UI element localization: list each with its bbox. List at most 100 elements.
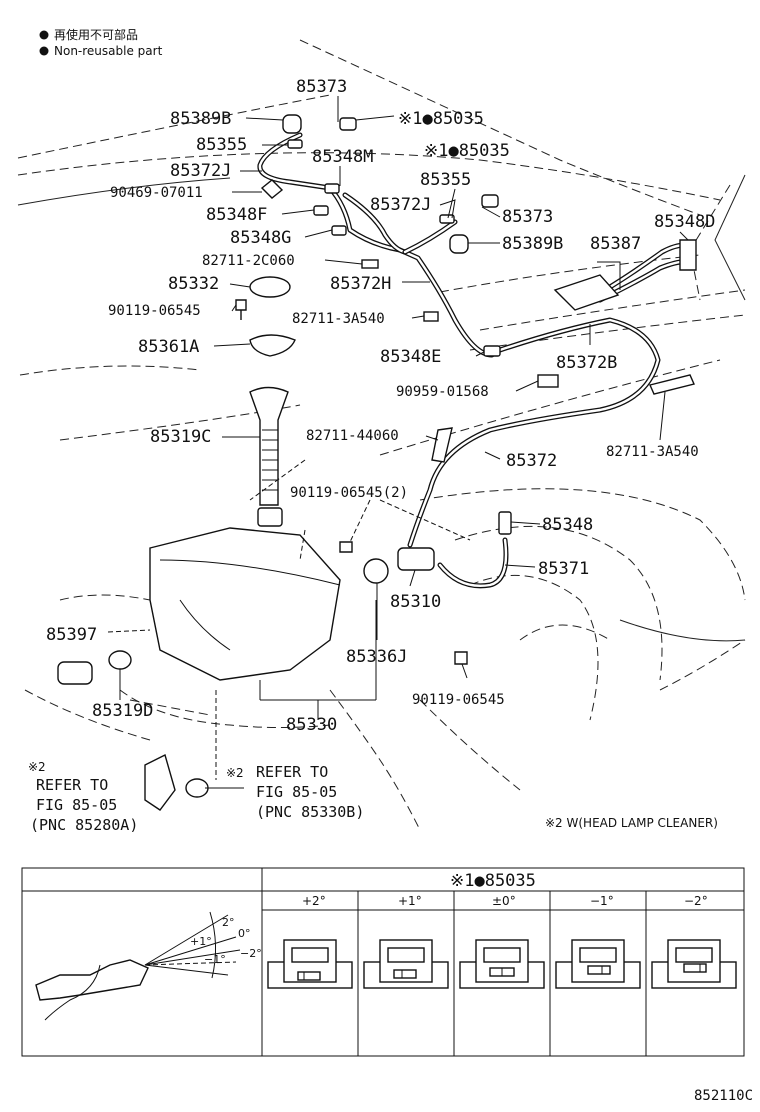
nozzle-angle-plus2-icon (267, 939, 353, 989)
figure-id: 852110C (694, 1088, 753, 1104)
small-parts (235, 114, 697, 463)
joint-85348M (324, 183, 340, 194)
bracket-85387 (553, 274, 620, 311)
label-85371: 85371 (538, 559, 589, 579)
nozzle-angle-plus1-icon (363, 939, 449, 989)
label-85035-a: ※1●85035 (398, 109, 484, 129)
label-85348E: 85348E (380, 347, 441, 367)
label-85348G: 85348G (230, 228, 291, 248)
label-82711-2C060: 82711-2C060 (202, 253, 295, 269)
label-85348F: 85348F (206, 205, 267, 225)
nozzle-angle-zero-icon (459, 939, 545, 989)
label-85035-b: ※1●85035 (424, 141, 510, 161)
clamp-82711-3A540-a (423, 311, 439, 322)
ref-left-mark: ※2 (28, 760, 46, 774)
label-85332: 85332 (168, 274, 219, 294)
label-82711-3A540-b: 82711-3A540 (606, 444, 699, 460)
nozzle-angle-minus1-icon (555, 939, 641, 989)
ref-left-line2: FIG 85-05 (36, 796, 117, 814)
label-90119-c: 90119-06545 (412, 692, 505, 708)
reference-right: ※2 REFER TO FIG 85-05 (PNC 85330B) (226, 763, 364, 821)
label-82711-44060: 82711-44060 (306, 428, 399, 444)
cap-85389B-mid (449, 234, 469, 254)
angle-plus1: +1° (190, 935, 212, 948)
ref-right-mark: ※2 (226, 766, 244, 780)
label-85372J-mid: 85372J (370, 195, 431, 215)
legend-en-text: Non-reusable part (54, 44, 163, 58)
label-90469: 90469-07011 (110, 185, 203, 201)
label-85348D: 85348D (654, 212, 715, 232)
footnote: ※2 W(HEAD LAMP CLEANER) (545, 816, 718, 830)
nozzle-85035-b (481, 194, 499, 208)
col-header-plus2: +2° (302, 894, 326, 908)
grommet-85336J (363, 558, 389, 584)
joint-85348F (313, 205, 329, 216)
nozzle-85035-a (339, 117, 357, 131)
label-85373-top: 85373 (296, 77, 347, 97)
legend-bullet-en (39, 46, 49, 56)
ref-left-line1: REFER TO (36, 776, 108, 794)
label-85372J-left: 85372J (170, 161, 231, 181)
car-body-outline (17, 39, 746, 831)
table-header: ※1●85035 (450, 871, 536, 891)
motor-85310 (397, 547, 435, 571)
leader-lines (107, 96, 689, 789)
bolt-90119-a (235, 299, 247, 320)
nozzle-angle-minus2-icon (651, 939, 737, 989)
washer-tank (57, 386, 512, 811)
angle-2: 2° (222, 916, 235, 929)
bolt-90119-b (339, 541, 353, 553)
label-90959: 90959-01568 (396, 384, 489, 400)
label-85387: 85387 (590, 234, 641, 254)
label-85397: 85397 (46, 625, 97, 645)
joint-85348G (331, 225, 347, 236)
clamp-82711-44060 (431, 427, 453, 463)
clamp-82711-3A540-b (649, 374, 695, 395)
filler-neck-85319C (249, 386, 289, 506)
clamp-82711-2C060 (361, 259, 379, 269)
bolt-90119-c (454, 651, 468, 665)
label-85355-top: 85355 (196, 135, 247, 155)
angle-0: 0° (238, 927, 251, 940)
label-85348M: 85348M (312, 147, 373, 167)
joint-85348 (498, 511, 512, 535)
label-85310: 85310 (390, 592, 441, 612)
ref-right-line2: FIG 85-05 (256, 783, 337, 801)
label-90119-a: 90119-06545 (108, 303, 201, 319)
label-85372H: 85372H (330, 274, 391, 294)
col-header-minus1: −1° (590, 894, 614, 908)
legend-bullet-jp (39, 30, 49, 40)
label-90119-b: 90119-06545(2) (290, 485, 408, 501)
clamp-90959 (537, 374, 559, 388)
tank-body-85330 (149, 527, 341, 681)
ref-right-line1: REFER TO (256, 763, 328, 781)
label-85348: 85348 (542, 515, 593, 535)
label-85389B-mid: 85389B (502, 234, 563, 254)
angle-minus2: −2° (240, 947, 262, 960)
label-85389B-top: 85389B (170, 109, 231, 129)
label-85372: 85372 (506, 451, 557, 471)
col-header-minus2: −2° (684, 894, 708, 908)
joint-85355-top (287, 139, 303, 149)
ref-grommet-85330B (185, 778, 209, 798)
ref-left-line3: (PNC 85280A) (30, 816, 138, 834)
ref-pump-85280A (144, 753, 176, 811)
part-labels: 85373 85389B ※1●85035 85355 ※1●85035 853… (46, 77, 715, 735)
joint-85348E (483, 345, 501, 357)
label-85319D: 85319D (92, 701, 153, 721)
clip-90469 (260, 179, 284, 199)
label-85372B: 85372B (556, 353, 617, 373)
reference-left: ※2 REFER TO FIG 85-05 (PNC 85280A) (28, 760, 138, 834)
grommet-85332 (249, 276, 291, 298)
bracket-85361A (249, 334, 296, 357)
col-header-plus1: +1° (398, 894, 422, 908)
joint-85348D (679, 239, 697, 271)
grommet-85319D (108, 650, 132, 670)
label-85361A: 85361A (138, 337, 199, 357)
cap-85389B-top (282, 114, 302, 134)
label-85373-mid: 85373 (502, 207, 553, 227)
legend: 再使用不可部品 Non-reusable part (39, 27, 163, 58)
nozzle-angle-table: ※1●85035 +2° +1° ±0° −1° −2° 2° 0° +1° −… (21, 867, 745, 1057)
washer-hoses (257, 132, 693, 589)
